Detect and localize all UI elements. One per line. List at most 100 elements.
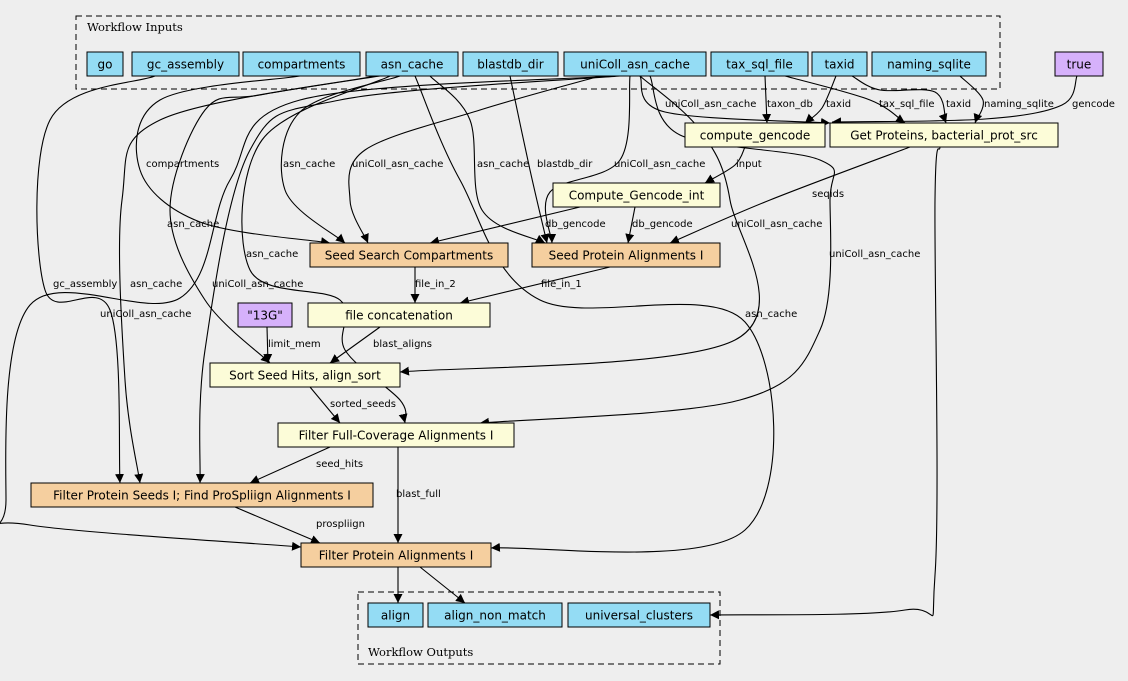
node-asn-cache[interactable]: asn_cache [365, 51, 459, 77]
edge-label: uniColl_asn_cache [665, 99, 756, 110]
node-compute-gencode[interactable]: compute_gencode [684, 122, 826, 148]
edge-asn_cache-to-filter_aligns: asn_cache [414, 75, 797, 553]
node-compute-gencode-int[interactable]: Compute_Gencode_int [552, 182, 721, 208]
node-box[interactable] [811, 51, 868, 77]
edge-label: uniColl_asn_cache [100, 309, 191, 320]
node-box[interactable] [277, 422, 515, 448]
edge-naming_sqlite-to-get_proteins: naming_sqlite [959, 75, 1054, 124]
node-box[interactable] [531, 242, 721, 268]
edge-label: asn_cache [745, 309, 797, 320]
node-box[interactable] [242, 51, 361, 77]
edge-asn_cache-to-seed_search: asn_cache [280, 75, 401, 244]
node-box[interactable] [237, 302, 293, 328]
edge-label: input [736, 159, 762, 170]
edge-line [348, 75, 601, 244]
edge-label: file_in_2 [415, 279, 456, 290]
node-label: Seed Protein Alignments I [549, 249, 704, 263]
edge-line [459, 266, 611, 306]
node-box[interactable] [307, 302, 491, 328]
node-true[interactable]: true [1054, 51, 1104, 77]
edge-asn_cache-to-filter_full: asn_cache [241, 75, 408, 424]
edge-label: seqids [812, 189, 844, 200]
node-box[interactable] [829, 122, 1059, 148]
node-box[interactable] [1054, 51, 1104, 77]
node-tax-sql-file[interactable]: tax_sql_file [710, 51, 809, 77]
edge-line [419, 566, 466, 604]
edge-label: prospliign [316, 519, 365, 530]
node-box[interactable] [209, 362, 401, 388]
node-mem13g[interactable]: "13G" [237, 302, 293, 328]
node-filter-full[interactable]: Filter Full-Coverage Alignments I [277, 422, 515, 448]
edge-true-to-get_proteins: gencode [831, 75, 1115, 127]
edge-asn_cache-to-seed_protein: asn_cache [429, 75, 546, 244]
node-go[interactable]: go [86, 51, 124, 77]
node-label: go [98, 58, 113, 72]
node-box[interactable] [552, 182, 721, 208]
edge-uniColl_asn_cache-to-get_proteins: uniColl_asn_cache [639, 75, 831, 127]
node-label: uniColl_asn_cache [580, 58, 690, 72]
edge-label: taxon_db [767, 99, 813, 110]
edge-line [329, 326, 381, 364]
node-label: file concatenation [345, 309, 453, 323]
edge-blastdb_dir-to-seed_protein: blastdb_dir [509, 75, 593, 244]
edge-line [709, 146, 941, 620]
node-box[interactable] [367, 602, 424, 628]
node-box[interactable] [86, 51, 124, 77]
node-align[interactable]: align [367, 602, 424, 628]
node-box[interactable] [563, 51, 707, 77]
node-seed-search[interactable]: Seed Search Compartments [309, 242, 509, 268]
node-naming-sqlite[interactable]: naming_sqlite [871, 51, 987, 77]
node-label: compartments [258, 58, 346, 72]
node-box[interactable] [300, 542, 492, 568]
node-label: Get Proteins, bacterial_prot_src [850, 129, 1038, 143]
node-filter-aligns[interactable]: Filter Protein Alignments I [300, 542, 492, 568]
node-box[interactable] [30, 482, 374, 508]
node-get-proteins[interactable]: Get Proteins, bacterial_prot_src [829, 122, 1059, 148]
node-label: compute_gencode [700, 129, 810, 143]
node-uniColl-asn-cache[interactable]: uniColl_asn_cache [563, 51, 707, 77]
edge-line [509, 75, 550, 244]
node-box[interactable] [684, 122, 826, 148]
node-label: align [381, 609, 410, 623]
node-sort-seed[interactable]: Sort Seed Hits, align_sort [209, 362, 401, 388]
node-file-concat[interactable]: file concatenation [307, 302, 491, 328]
edge-label: asn_cache [477, 159, 529, 170]
edge-label: taxid [826, 99, 851, 110]
node-box[interactable] [710, 51, 809, 77]
edge-label: blastdb_dir [537, 159, 593, 170]
node-label: naming_sqlite [887, 58, 971, 72]
node-box[interactable] [567, 602, 711, 628]
node-align-non-match[interactable]: align_non_match [427, 602, 563, 628]
workflow-inputs-cluster: Workflow Inputs [75, 15, 1001, 90]
node-box[interactable] [462, 51, 559, 77]
node-box[interactable] [309, 242, 509, 268]
node-box[interactable] [365, 51, 459, 77]
node-box[interactable] [131, 51, 240, 77]
edge-mem13g-to-sort_seed: limit_mem [263, 326, 321, 364]
node-box[interactable] [427, 602, 563, 628]
node-box[interactable] [871, 51, 987, 77]
node-seed-protein[interactable]: Seed Protein Alignments I [531, 242, 721, 268]
node-blastdb-dir[interactable]: blastdb_dir [462, 51, 559, 77]
edge-label: blast_aligns [373, 339, 432, 350]
edge-compute_gencode_int-to-seed_protein: db_gencode [625, 206, 693, 244]
node-gc-assembly[interactable]: gc_assembly [131, 51, 240, 77]
edge-line [414, 75, 775, 553]
edge-label: limit_mem [268, 339, 321, 350]
node-filter-seeds[interactable]: Filter Protein Seeds I; Find ProSpliign … [30, 482, 374, 508]
edge-line [135, 75, 331, 247]
edge-asn_cache-to-filter_seeds: asn_cache [118, 75, 376, 484]
edge-line [784, 75, 906, 124]
node-compartments[interactable]: compartments [242, 51, 361, 77]
edge-uniColl_asn_cache-to-seed_search: uniColl_asn_cache [348, 75, 601, 244]
edge-line [639, 75, 831, 127]
node-universal-clusters[interactable]: universal_clusters [567, 602, 711, 628]
edge-line [234, 506, 321, 544]
edge-tax_sql_file-to-compute_gencode: taxon_db [762, 75, 813, 124]
edge-filter_full-to-filter_seeds: seed_hits [249, 446, 363, 484]
node-taxid[interactable]: taxid [811, 51, 868, 77]
edge-compute_gencode_int-to-seed_search: db_gencode [429, 206, 606, 246]
edge-line [118, 75, 376, 484]
edge-label: compartments [146, 159, 219, 170]
